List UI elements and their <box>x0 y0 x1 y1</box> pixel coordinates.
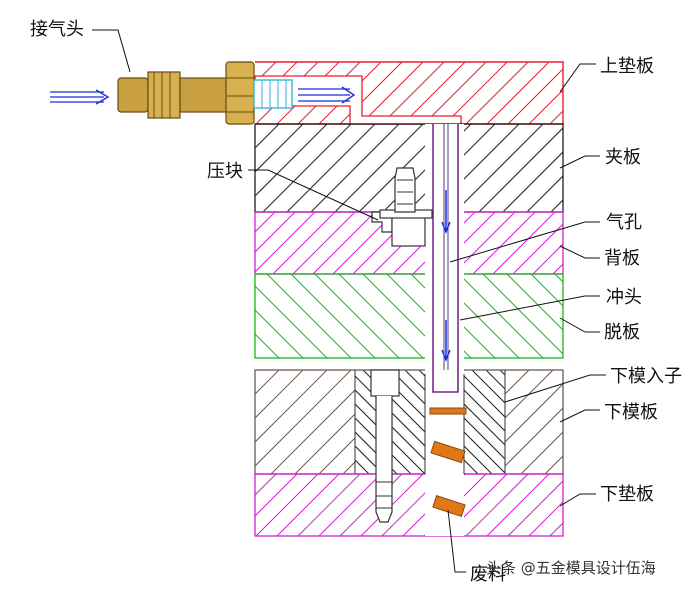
connector-ring <box>147 71 181 119</box>
label-back-plate: 背板 <box>604 248 640 269</box>
label-air-hole: 气孔 <box>606 212 642 233</box>
label-punch: 冲头 <box>606 287 642 308</box>
guide-pin-thread <box>376 481 392 509</box>
label-die-insert: 下模入子 <box>610 366 682 387</box>
connector-thread-lines <box>261 80 287 108</box>
label-air-connector: 接气头 <box>30 19 84 40</box>
connector-nozzle <box>117 77 149 113</box>
stripper-plate-hatch-lines <box>255 274 563 358</box>
leader-press-block <box>248 169 379 221</box>
leader-back-plate <box>559 245 600 259</box>
connector-ring-grooves <box>153 72 171 118</box>
leader-air-connector <box>92 29 131 73</box>
bolt-thread <box>397 179 413 205</box>
label-stripper-plate: 脱板 <box>604 322 640 343</box>
watermark: 头条 @五金模具设计伍海 <box>486 559 656 577</box>
lower-backing-plate-outline <box>254 473 564 537</box>
label-clamp-plate: 夹板 <box>605 147 641 168</box>
connector-body <box>179 77 229 113</box>
guide-pin-head <box>370 369 400 397</box>
leader-lower-backing-plate <box>559 493 596 507</box>
bolt-head <box>394 167 416 213</box>
die-insert-hatch-right <box>464 370 505 474</box>
label-scrap: 废料 <box>470 564 506 585</box>
die-hole-walls <box>424 374 465 474</box>
stripper-plate-outline <box>254 273 564 359</box>
lower-die-plate-hatch-right-lines <box>505 370 563 474</box>
label-lower-die-plate: 下模板 <box>604 402 658 423</box>
connector-hex-nut <box>225 61 255 125</box>
callouts-group <box>92 29 606 573</box>
leader-air-hole <box>449 221 600 263</box>
parts-group <box>50 61 467 536</box>
leader-scrap <box>447 509 466 573</box>
label-lower-backing-plate: 下垫板 <box>600 484 654 505</box>
air-channel-arrowhead <box>341 86 356 104</box>
air-hole-lines <box>443 124 449 370</box>
lower-die-plate-hatch-left-lines <box>255 370 355 474</box>
guide-pin-shank <box>375 396 393 523</box>
air-flow-arrow-punch-0 <box>441 190 451 235</box>
scrap-piece-0 <box>429 407 467 415</box>
die-insert-hatch-right-lines <box>464 370 505 474</box>
leader-punch <box>459 295 600 321</box>
leader-stripper-plate <box>559 317 600 333</box>
die-insert-outline <box>354 370 506 474</box>
scrap-piece-2 <box>432 495 466 517</box>
leader-top-plate <box>559 63 596 93</box>
label-press-block: 压块 <box>207 161 243 182</box>
air-flow-arrow-punch-1 <box>441 320 451 363</box>
stripper-plate-hatch <box>255 274 563 358</box>
punch-outline <box>432 124 459 393</box>
connector-hex-facets <box>226 77 254 113</box>
leader-lower-die-plate <box>559 409 600 423</box>
lower-die-plate-hatch-right <box>505 370 563 474</box>
lower-die-plate-hatch-left <box>255 370 355 474</box>
label-top-plate: 上垫板 <box>600 56 654 77</box>
leader-clamp-plate <box>559 155 600 169</box>
scrap-piece-1 <box>430 440 466 464</box>
leader-die-insert <box>504 374 606 403</box>
air-inflow-arrowhead <box>95 89 110 105</box>
